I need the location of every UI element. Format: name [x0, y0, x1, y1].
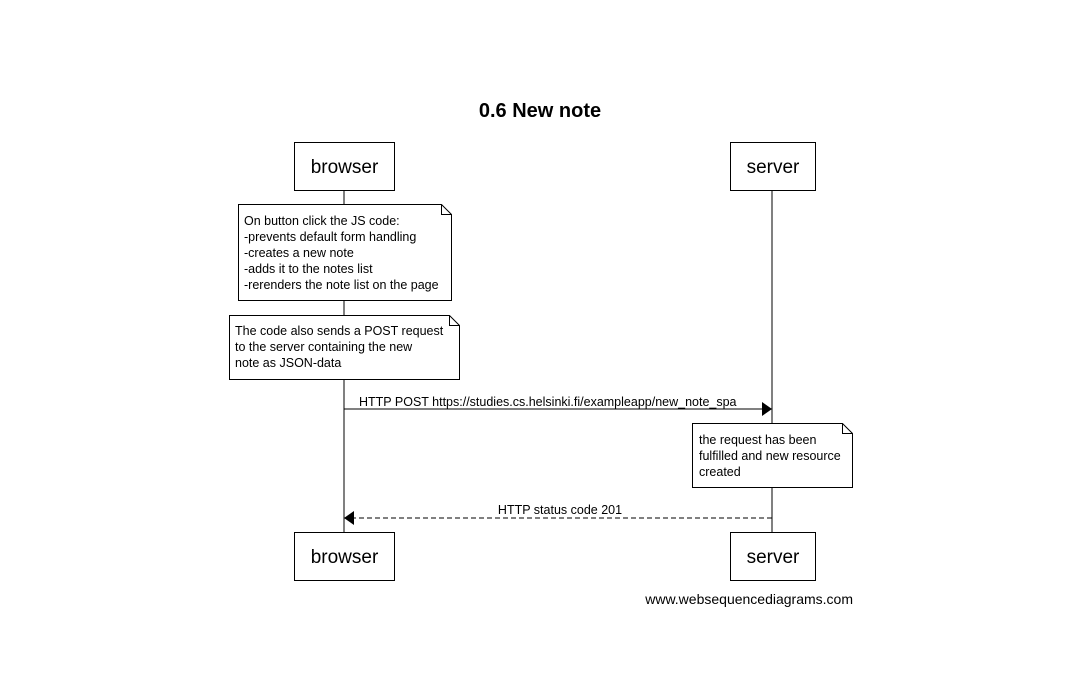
- note-line: -prevents default form handling: [244, 230, 416, 244]
- note-line: fulfilled and new resource: [699, 449, 841, 463]
- note-line: to the server containing the new: [235, 340, 413, 354]
- note-post-request: The code also sends a POST request to th…: [229, 315, 460, 380]
- message-http-post: HTTP POST https://studies.cs.helsinki.fi…: [344, 395, 772, 416]
- note-js-code: On button click the JS code: -prevents d…: [238, 204, 452, 301]
- participant-server-label: server: [747, 547, 800, 568]
- note-line: note as JSON-data: [235, 356, 341, 370]
- participant-browser-bottom: browser: [294, 532, 395, 581]
- note-line: -creates a new note: [244, 246, 354, 260]
- note-line: -rerenders the note list on the page: [244, 278, 439, 292]
- footer-watermark: www.websequencediagrams.com: [644, 591, 853, 607]
- message-http-201-label: HTTP status code 201: [498, 503, 622, 517]
- participant-server-label: server: [747, 157, 800, 178]
- note-line: the request has been: [699, 433, 816, 447]
- note-line: On button click the JS code:: [244, 214, 400, 228]
- note-line: The code also sends a POST request: [235, 324, 444, 338]
- note-request-fulfilled: the request has been fulfilled and new r…: [692, 423, 853, 488]
- participant-browser-top: browser: [294, 142, 395, 191]
- message-http-201: HTTP status code 201: [344, 503, 772, 525]
- participant-browser-label: browser: [311, 157, 379, 178]
- message-http-post-label: HTTP POST https://studies.cs.helsinki.fi…: [359, 395, 737, 409]
- participant-server-bottom: server: [730, 532, 816, 581]
- note-line: created: [699, 465, 741, 479]
- participant-browser-label: browser: [311, 547, 379, 568]
- note-line: -adds it to the notes list: [244, 262, 373, 276]
- participant-server-top: server: [730, 142, 816, 191]
- diagram-title: 0.6 New note: [479, 100, 601, 122]
